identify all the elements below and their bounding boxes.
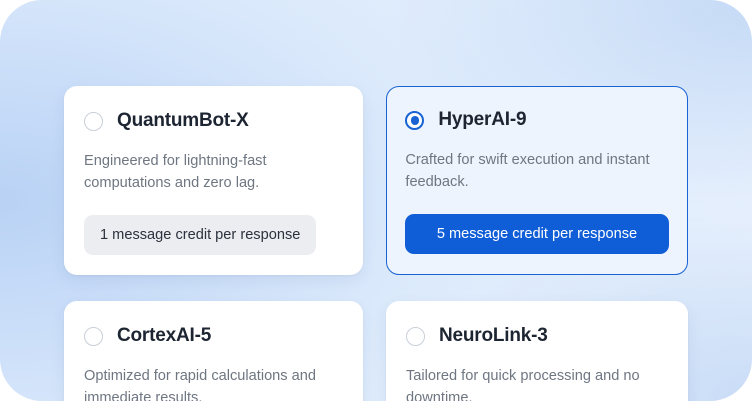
- radio-unchecked-icon[interactable]: [84, 111, 103, 131]
- model-description: Engineered for lightning-fast computatio…: [84, 153, 267, 191]
- model-option-card-neurolink-3[interactable]: NeuroLink-3 Tailored for quick processin…: [386, 301, 688, 401]
- model-option-card-quantumbot-x[interactable]: QuantumBot-X Engineered for lightning-fa…: [64, 86, 363, 275]
- card-header: HyperAI-9: [405, 107, 668, 133]
- model-description: Optimized for rapid calculations and imm…: [84, 368, 316, 401]
- credit-badge-selected: 5 message credit per response: [405, 214, 669, 255]
- model-option-grid: QuantumBot-X Engineered for lightning-fa…: [64, 86, 688, 401]
- model-option-card-hyperai-9[interactable]: HyperAI-9 Crafted for swift execution an…: [386, 86, 688, 275]
- credit-badge: 1 message credit per response: [84, 215, 317, 255]
- radio-unchecked-icon[interactable]: [406, 326, 425, 346]
- card-header: NeuroLink-3: [406, 323, 668, 349]
- card-header: QuantumBot-X: [84, 108, 343, 134]
- radio-checked-icon[interactable]: [405, 110, 425, 130]
- model-name: NeuroLink-3: [439, 325, 548, 346]
- model-name: HyperAI-9: [438, 109, 527, 131]
- card-header: CortexAI-5: [84, 323, 343, 349]
- model-description: Tailored for quick processing and no dow…: [406, 368, 640, 401]
- model-option-card-cortexai-5[interactable]: CortexAI-5 Optimized for rapid calculati…: [64, 301, 363, 401]
- model-name: CortexAI-5: [117, 325, 212, 346]
- model-description: Crafted for swift execution and instant …: [405, 152, 650, 190]
- radio-unchecked-icon[interactable]: [84, 326, 103, 346]
- model-name: QuantumBot-X: [117, 110, 249, 131]
